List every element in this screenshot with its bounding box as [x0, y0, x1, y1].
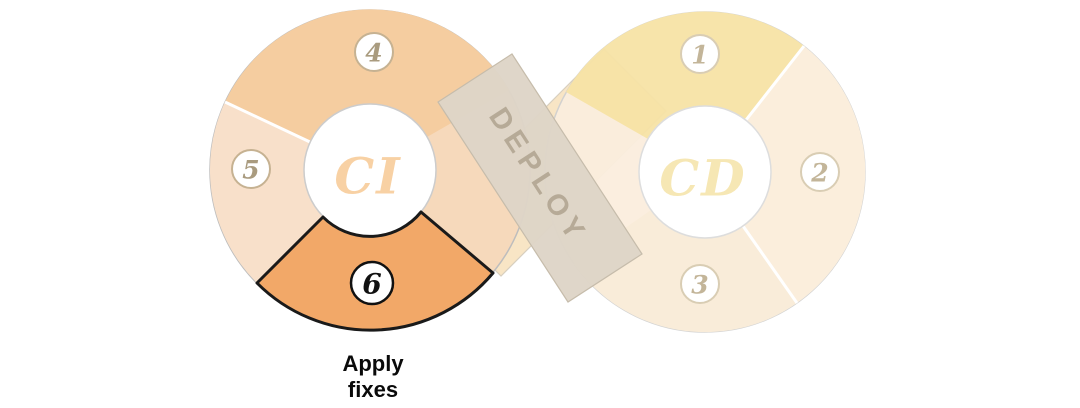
step-circle-6: [349, 260, 395, 306]
step-number-6: 6: [362, 268, 381, 301]
step-number-4: 4: [365, 39, 382, 68]
step-circle-5: [231, 149, 271, 189]
caption-line-2: fixes: [348, 377, 398, 402]
segment-5: [209, 102, 323, 283]
cd-label: CD: [659, 149, 746, 208]
cd-ring-hole: [638, 105, 772, 239]
step-number-2: 2: [810, 159, 828, 188]
segment-divider-4-5: [224, 100, 311, 144]
apply-fixes-caption: Apply fixes: [342, 351, 404, 402]
highlighted-segment-6: 6: [255, 210, 495, 332]
step-circle-3: [680, 264, 720, 304]
segment-divider-2-3: [741, 225, 799, 304]
segment-4: [225, 9, 509, 143]
deploy-ribbon: [437, 53, 643, 303]
step-number-3: 3: [691, 271, 708, 300]
step-circle-2: [800, 152, 840, 192]
step-number-5: 5: [242, 156, 259, 185]
step-number-1: 1: [691, 41, 708, 70]
caption-line-1: Apply: [342, 351, 404, 376]
step-circle-4: [354, 32, 394, 72]
step-circle-1: [680, 34, 720, 74]
segment-divider-1-2: [744, 45, 806, 121]
ci-label: CI: [334, 147, 401, 206]
segment-1: [566, 11, 804, 139]
